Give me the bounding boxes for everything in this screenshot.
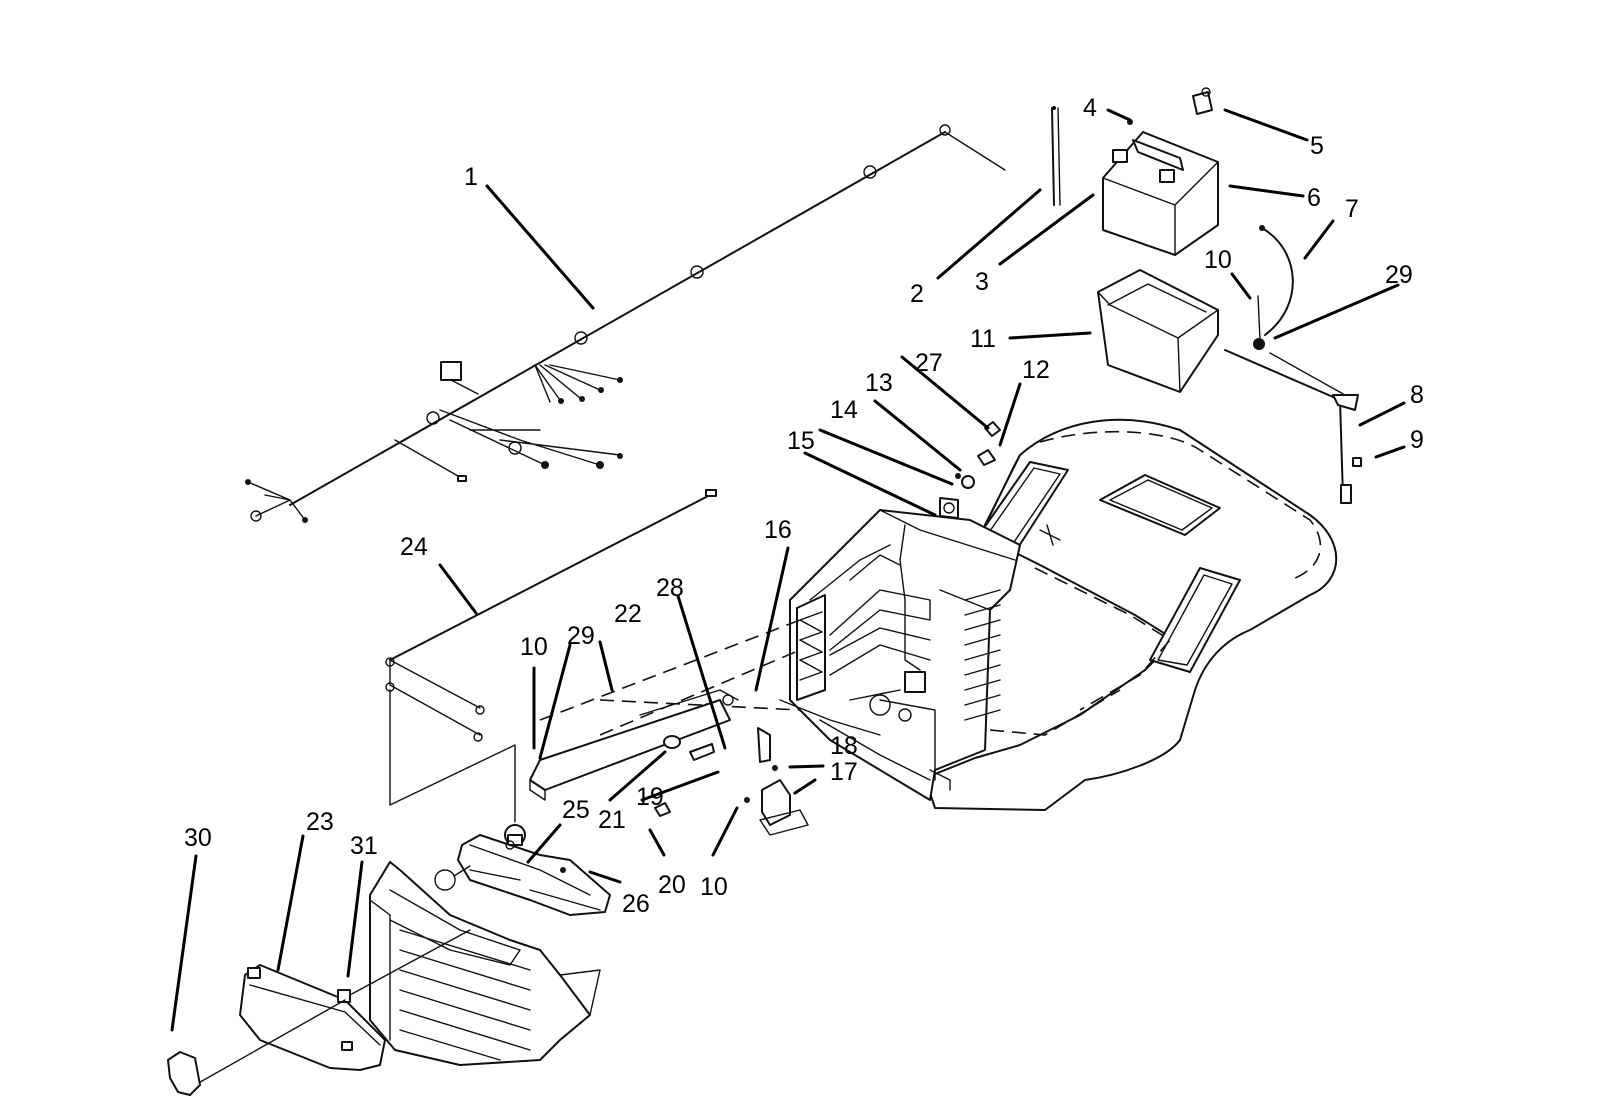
callout-label-26: 26 <box>622 890 650 918</box>
callout-label-19: 19 <box>636 783 664 811</box>
headlight-bracket <box>434 834 611 916</box>
callout-label-4: 4 <box>1083 94 1097 122</box>
decal-plate <box>167 1051 201 1096</box>
callout-label-15: 15 <box>787 427 815 455</box>
callout-leaders <box>170 108 1406 1032</box>
callout-label-18: 18 <box>830 732 858 760</box>
callout-label-7: 7 <box>1345 195 1359 223</box>
battery-tray <box>1097 269 1219 393</box>
front-bumper <box>194 929 471 1086</box>
callout-label-10-lower: 10 <box>700 873 728 901</box>
callout-label-29-battery: 29 <box>1385 261 1413 289</box>
battery-hold-down-rods <box>1051 106 1061 206</box>
callout-label-20: 20 <box>658 871 686 899</box>
callout-label-22: 22 <box>614 600 642 628</box>
callout-label-1: 1 <box>464 163 478 191</box>
battery-cables <box>1224 225 1362 504</box>
callout-label-12: 12 <box>1022 356 1050 384</box>
callout-label-31: 31 <box>350 832 378 860</box>
front-grille <box>369 861 601 1066</box>
callout-label-6: 6 <box>1307 184 1321 212</box>
dash-console <box>789 509 1021 801</box>
callout-label-24: 24 <box>400 533 428 561</box>
terminal-cover <box>1192 87 1213 115</box>
callout-label-5: 5 <box>1310 132 1324 160</box>
callout-label-25: 25 <box>562 796 590 824</box>
battery <box>1102 119 1219 256</box>
callout-label-8: 8 <box>1410 381 1424 409</box>
callout-label-3: 3 <box>975 268 989 296</box>
callout-label-29-front: 29 <box>567 622 595 650</box>
callout-label-28: 28 <box>656 574 684 602</box>
callout-label-13: 13 <box>865 369 893 397</box>
callout-label-10-battery: 10 <box>1204 246 1232 274</box>
callout-label-30: 30 <box>184 824 212 852</box>
callout-labels: 1 2 3 4 5 6 7 8 9 10 10 10 11 12 13 14 1… <box>184 94 1424 918</box>
callout-label-16: 16 <box>764 516 792 544</box>
callout-label-17: 17 <box>830 758 858 786</box>
callout-label-21: 21 <box>598 806 626 834</box>
front-frame-brackets <box>529 619 931 836</box>
callout-label-10-front: 10 <box>520 633 548 661</box>
ignition-components <box>939 421 1001 519</box>
headlight-harness <box>385 489 717 846</box>
callout-label-14: 14 <box>830 396 858 424</box>
wire-harness <box>245 124 1006 523</box>
callout-label-23: 23 <box>306 808 334 836</box>
callout-label-9: 9 <box>1410 426 1424 454</box>
callout-label-2: 2 <box>910 280 924 308</box>
callout-label-11: 11 <box>970 325 996 353</box>
callout-label-27: 27 <box>915 349 943 377</box>
